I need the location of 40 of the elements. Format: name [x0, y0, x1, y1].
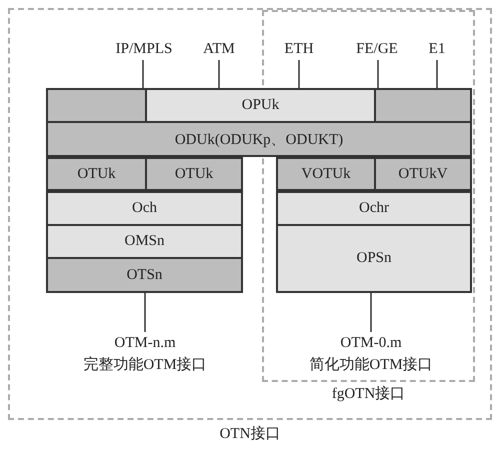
layer-box [374, 157, 472, 191]
layer-box [276, 224, 472, 293]
client-signal-label: FE/GE [356, 40, 398, 59]
layer-box [276, 191, 472, 226]
client-signal-label: IP/MPLS [116, 40, 172, 59]
interface-label: fgOTN接口 [330, 384, 406, 403]
layer-box [276, 157, 376, 191]
leader-line [370, 293, 372, 332]
client-signal-label: ETH [284, 40, 314, 59]
layer-label: OMSn [124, 233, 164, 250]
leader-line [298, 60, 300, 88]
layer-label: OTUkV [398, 166, 448, 182]
layer-box [46, 157, 147, 191]
leader-line [377, 60, 379, 88]
layer-label: ODUk(ODUKp、ODUKT) [174, 130, 344, 148]
client-signal-label: ATM [203, 40, 235, 59]
layer-box [46, 224, 243, 259]
interface-name-label: OTM-n.m [114, 334, 176, 353]
layer-box [46, 191, 243, 226]
interface-label: OTN接口 [218, 424, 282, 443]
layer-label: VOTUk [301, 166, 351, 182]
layer-label: OPUk [242, 97, 280, 114]
leader-line [142, 60, 144, 88]
layer-box [46, 121, 472, 157]
layer-label: OTUk [77, 166, 116, 182]
leader-line [218, 60, 220, 88]
leader-line [436, 60, 438, 88]
layer-label: OTUk [174, 166, 214, 182]
layer-label: OTSn [126, 266, 162, 284]
layer-label: OPSn [356, 250, 392, 267]
layer-box [145, 88, 376, 123]
layer-label: Och [132, 200, 157, 217]
layer-box [145, 157, 243, 191]
client-signal-label: E1 [428, 40, 446, 59]
interface-description-label: 完整功能OTM接口 [83, 355, 207, 375]
interface-name-label: OTM-0.m [340, 334, 402, 353]
layer-box [46, 257, 243, 293]
interface-description-label: 简化功能OTM接口 [309, 356, 433, 375]
leader-line [144, 293, 146, 332]
layer-label: Ochr [359, 200, 389, 217]
